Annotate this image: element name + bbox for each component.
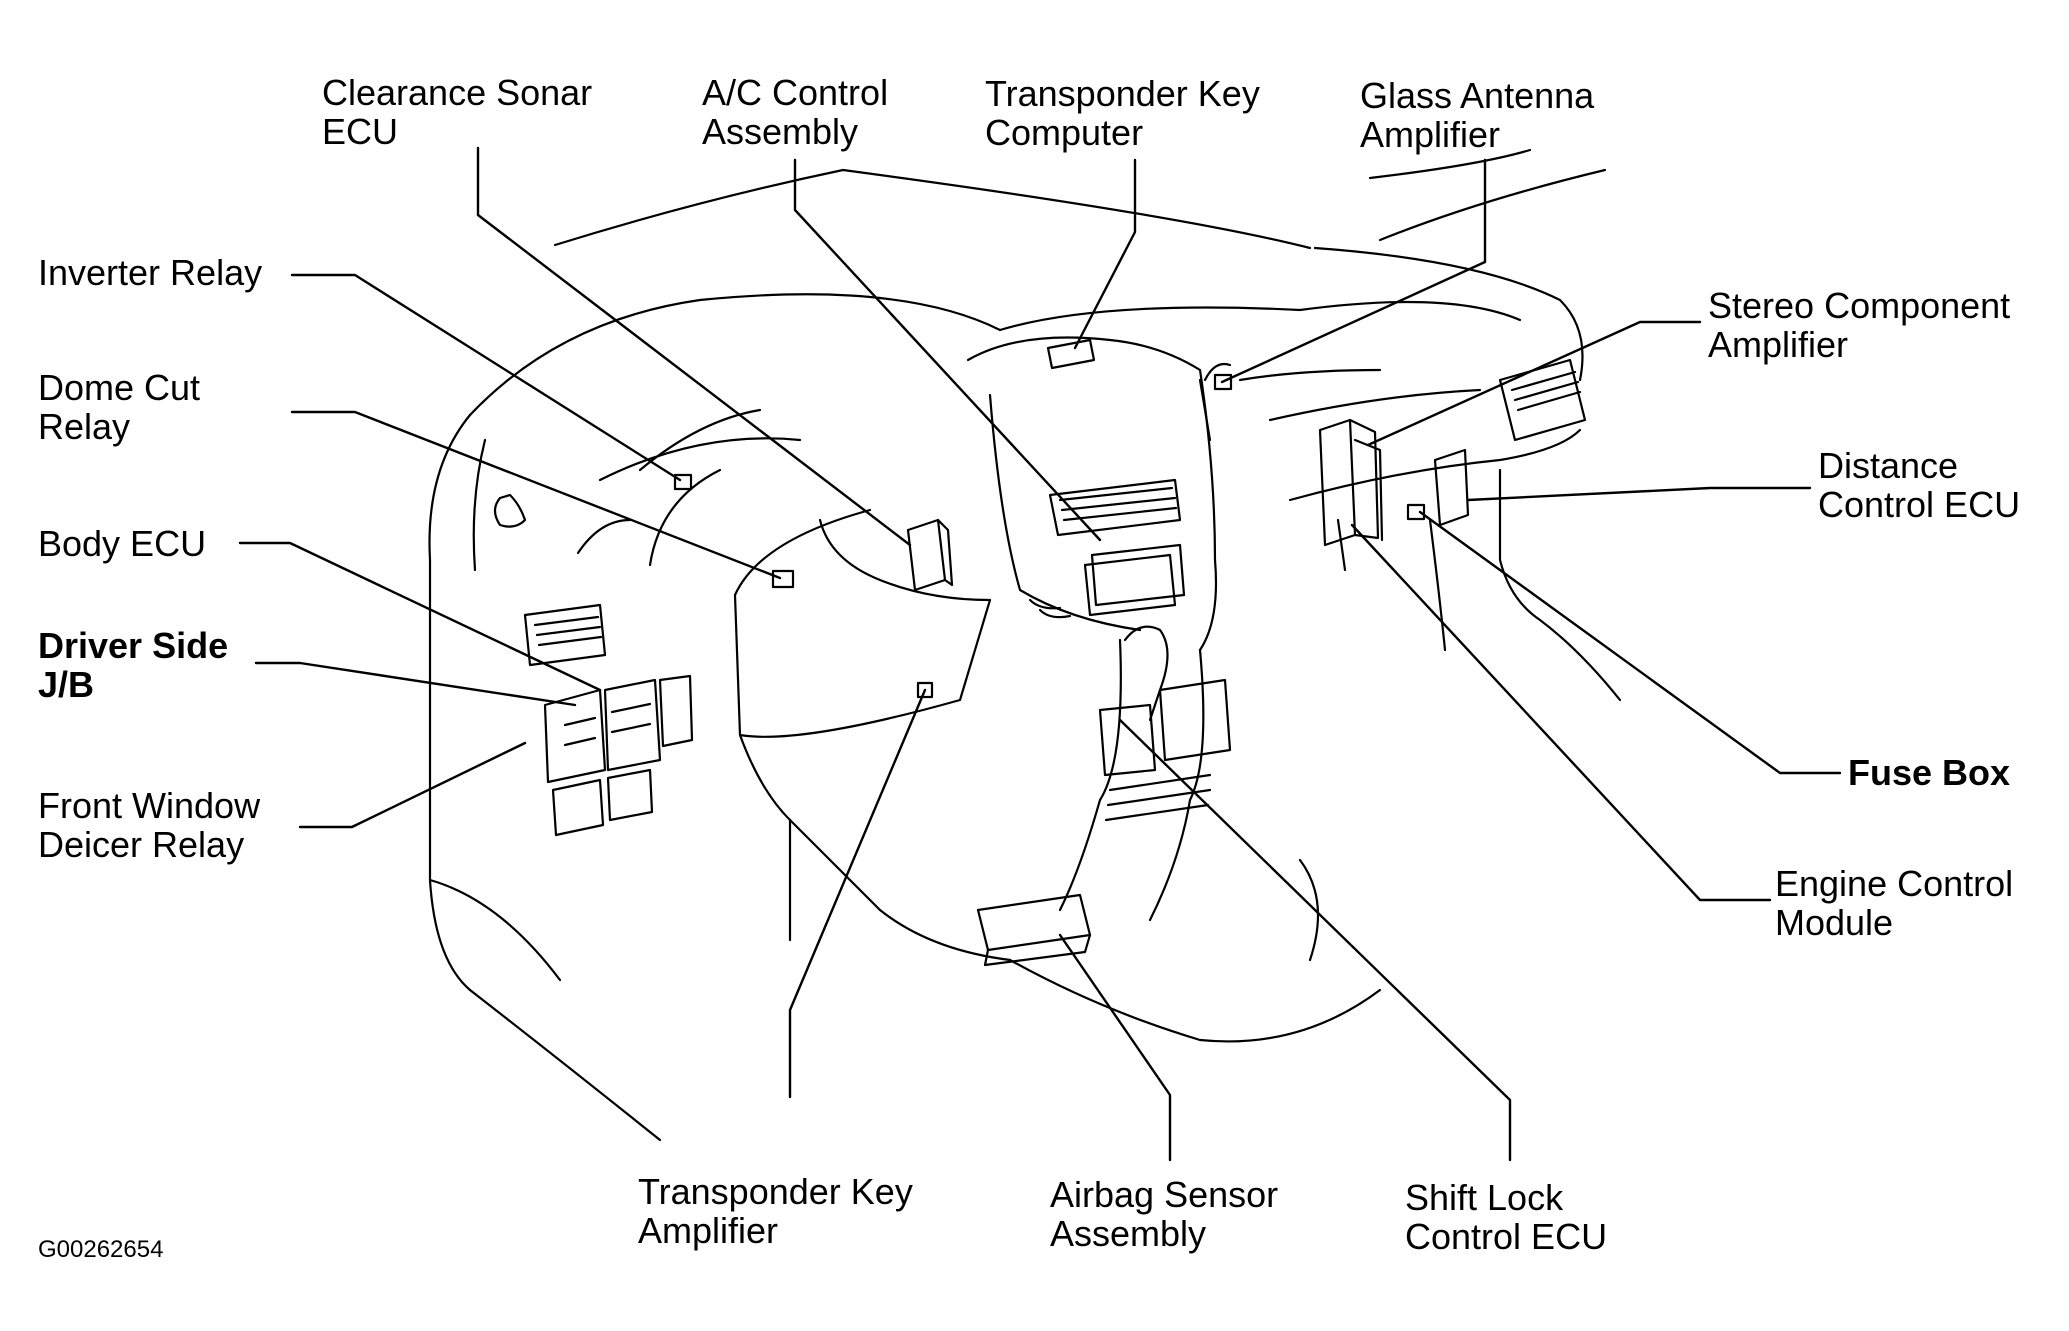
label-body-ecu: Body ECU [38,524,206,563]
label-line: Glass Antenna [1360,75,1595,116]
label-driver-side-jb: Driver Side J/B [38,626,228,704]
label-line: Module [1775,902,1894,943]
label-line: Deicer Relay [38,824,245,865]
label-front-window-deicer-relay: Front Window Deicer Relay [38,786,260,864]
label-stereo-component-amplifier: Stereo Component Amplifier [1708,286,2010,364]
figure-code: G00262654 [38,1236,164,1263]
label-line: Control ECU [1818,484,2021,525]
label-line: Airbag Sensor [1050,1174,1279,1215]
label-line: Dome Cut [38,367,201,408]
label-fuse-box: Fuse Box [1848,753,2010,792]
label-line: Stereo Component [1708,285,2011,326]
label-line: Transponder Key [638,1171,913,1212]
label-line: J/B [38,664,95,705]
label-transponder-key-computer: Transponder Key Computer [985,74,1260,152]
label-line: Shift Lock [1405,1177,1564,1218]
label-line: Distance [1818,445,1959,486]
label-line: Relay [38,406,131,447]
label-line: Fuse Box [1848,752,2011,793]
label-line: Assembly [702,111,859,152]
label-line: Computer [985,112,1144,153]
label-line: ECU [322,111,399,152]
label-line: A/C Control [702,72,889,113]
label-line: Assembly [1050,1213,1207,1254]
label-line: Inverter Relay [38,252,263,293]
label-line: Front Window [38,785,261,826]
label-transponder-key-amplifier: Transponder Key Amplifier [638,1172,913,1250]
label-line: Engine Control [1775,863,2014,904]
label-line: Body ECU [38,523,207,564]
label-line: Amplifier [1708,324,1849,365]
label-airbag-sensor-assembly: Airbag Sensor Assembly [1050,1175,1278,1253]
label-ac-control-assembly: A/C Control Assembly [702,73,888,151]
leader-lines [238,146,1842,1162]
label-engine-control-module: Engine Control Module [1775,864,2013,942]
label-clearance-sonar-ecu: Clearance Sonar ECU [322,73,592,151]
label-line: Driver Side [38,625,229,666]
label-dome-cut-relay: Dome Cut Relay [38,368,200,446]
label-line: Clearance Sonar [322,72,593,113]
label-distance-control-ecu: Distance Control ECU [1818,446,2020,524]
label-shift-lock-control-ecu: Shift Lock Control ECU [1405,1178,1607,1256]
label-inverter-relay: Inverter Relay [38,253,262,292]
label-line: Amplifier [1360,114,1501,155]
label-line: Transponder Key [985,73,1260,114]
label-glass-antenna-amplifier: Glass Antenna Amplifier [1360,76,1594,154]
label-line: Control ECU [1405,1216,1608,1257]
dashboard-outline [428,148,1622,1142]
label-line: Amplifier [638,1210,779,1251]
